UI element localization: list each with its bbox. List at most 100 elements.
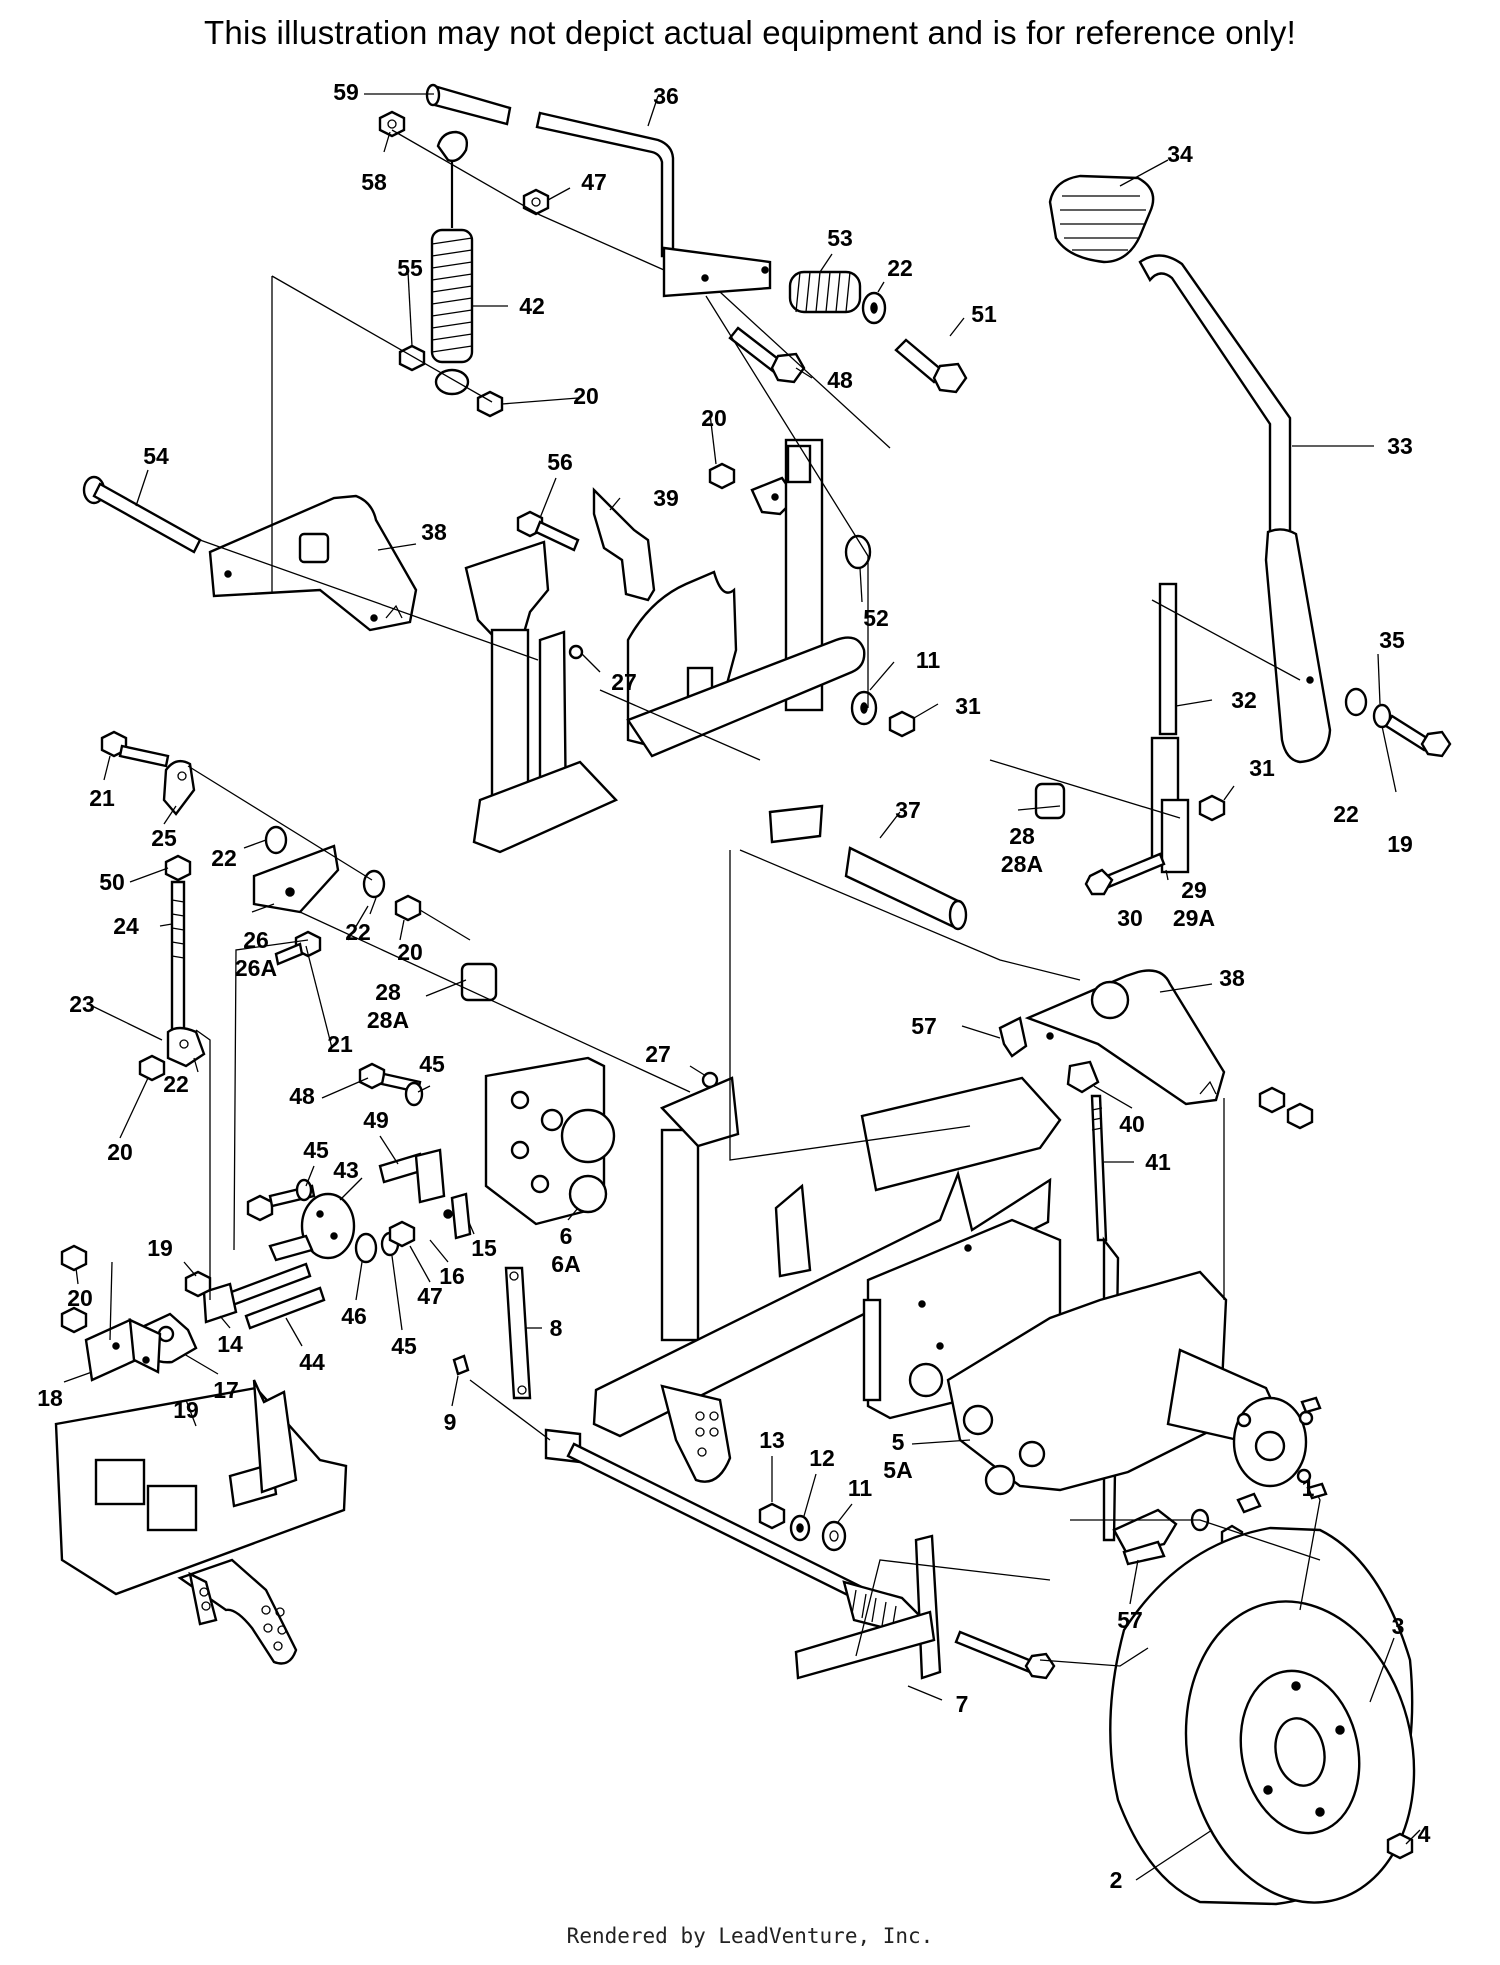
callout-12: 12 [809, 1445, 835, 1471]
callout-6: 6 [560, 1223, 573, 1249]
part-clip-15 [443, 1192, 472, 1240]
part-grip-34 [1048, 174, 1155, 264]
part-nut-47-low [388, 1220, 416, 1248]
callout-53: 53 [827, 225, 853, 251]
callout-57: 57 [1117, 1607, 1143, 1633]
part-bolt-19-right [1384, 714, 1452, 758]
callout-8: 8 [550, 1315, 563, 1341]
callout-2: 2 [1110, 1867, 1123, 1893]
callout-36: 36 [653, 83, 679, 109]
callout-45: 45 [391, 1333, 417, 1359]
part-clevis-25 [162, 759, 196, 816]
callout-28: 28 [375, 979, 401, 1005]
callout-48: 48 [827, 367, 853, 393]
callout-18: 18 [37, 1385, 63, 1411]
part-nut-20-right [1258, 1086, 1286, 1114]
callout-38: 38 [421, 519, 447, 545]
callout-37: 37 [895, 797, 921, 823]
part-plate-39 [592, 487, 656, 602]
callout-47: 47 [581, 169, 607, 195]
part-washer-45-mid [295, 1178, 313, 1202]
part-link-32 [1150, 582, 1190, 874]
part-nut-55 [398, 344, 426, 372]
part-clevis-40 [1066, 1060, 1100, 1094]
part-shaft-37 [768, 804, 968, 931]
callout-30: 30 [1117, 905, 1143, 931]
callout-43: 43 [333, 1157, 359, 1183]
callout-22: 22 [163, 1071, 189, 1097]
leader-lines [63, 93, 1421, 1881]
callout-19: 19 [173, 1397, 199, 1423]
part-grip-59 [425, 83, 512, 126]
callout-21: 21 [327, 1031, 353, 1057]
callout-29: 29 [1181, 877, 1207, 903]
callout-20: 20 [107, 1139, 133, 1165]
callout-15: 15 [471, 1235, 497, 1261]
callout-22: 22 [345, 919, 371, 945]
callout-54: 54 [143, 443, 169, 469]
callout-5a: 5A [883, 1457, 912, 1483]
callout-27: 27 [611, 669, 637, 695]
callout-44: 44 [299, 1349, 325, 1375]
part-nut-20-left-mid [138, 1054, 166, 1082]
part-bolt-30 [1084, 852, 1166, 896]
part-washer-11-lower [821, 1520, 847, 1552]
part-bolt-51 [894, 338, 968, 394]
part-nut-31-top [888, 710, 916, 738]
part-valve-6 [484, 1056, 616, 1226]
callout-52: 52 [863, 605, 889, 631]
callout-6a: 6A [551, 1251, 580, 1277]
callout-24: 24 [113, 913, 139, 939]
callout-17: 17 [213, 1377, 239, 1403]
part-washer-11-top [850, 690, 878, 726]
parts-artwork [54, 83, 1452, 1906]
part-pin-9 [452, 1354, 470, 1376]
callout-11: 11 [916, 647, 941, 673]
part-bolt-21-top [100, 730, 170, 768]
part-nut-4 [1386, 1832, 1414, 1860]
disclaimer-text: This illustration may not depict actual … [204, 14, 1296, 51]
callout-45: 45 [419, 1051, 445, 1077]
part-washer-52 [844, 534, 872, 570]
callout-21: 21 [89, 785, 115, 811]
callout-55: 55 [397, 255, 423, 281]
part-bolt-48-top [728, 326, 806, 384]
callout-4: 4 [1418, 1821, 1431, 1847]
callout-27: 27 [645, 1041, 671, 1067]
part-bracket-14 [202, 1282, 238, 1324]
callout-45: 45 [303, 1137, 329, 1163]
callout-50: 50 [99, 869, 125, 895]
part-bolt-19-left [184, 1270, 212, 1298]
callout-41: 41 [1145, 1149, 1171, 1175]
callout-28a: 28A [1001, 851, 1043, 877]
callout-58: 58 [361, 169, 387, 195]
part-spring-53 [788, 270, 862, 314]
part-rod-24 [170, 880, 186, 1032]
part-nut-20-low1 [60, 1244, 88, 1272]
callout-31: 31 [1249, 755, 1275, 781]
assembly-lines [109, 129, 1321, 1667]
part-washer-22-top [861, 291, 887, 325]
part-washer-12 [789, 1514, 811, 1542]
part-plate-57-lower [1112, 1508, 1178, 1566]
callout-28: 28 [1009, 823, 1035, 849]
callout-9: 9 [444, 1409, 457, 1435]
callout-20: 20 [701, 405, 727, 431]
callout-11: 11 [848, 1475, 873, 1501]
callout-47: 47 [417, 1283, 443, 1309]
part-lever-36 [535, 111, 772, 298]
callout-16: 16 [439, 1263, 465, 1289]
callout-34: 34 [1167, 141, 1193, 167]
callout-40: 40 [1119, 1111, 1145, 1137]
part-washer-22-right [1344, 687, 1368, 717]
part-washer-46 [354, 1232, 378, 1264]
callout-1: 1 [1302, 1475, 1315, 1501]
part-nut-13 [758, 1502, 786, 1530]
callout-13: 13 [759, 1427, 785, 1453]
part-washer-45-top [404, 1081, 424, 1107]
part-bolt-21-mid [274, 930, 322, 966]
callout-28a: 28A [367, 1007, 409, 1033]
callout-57: 57 [911, 1013, 937, 1039]
part-pin-27-top [568, 644, 584, 660]
